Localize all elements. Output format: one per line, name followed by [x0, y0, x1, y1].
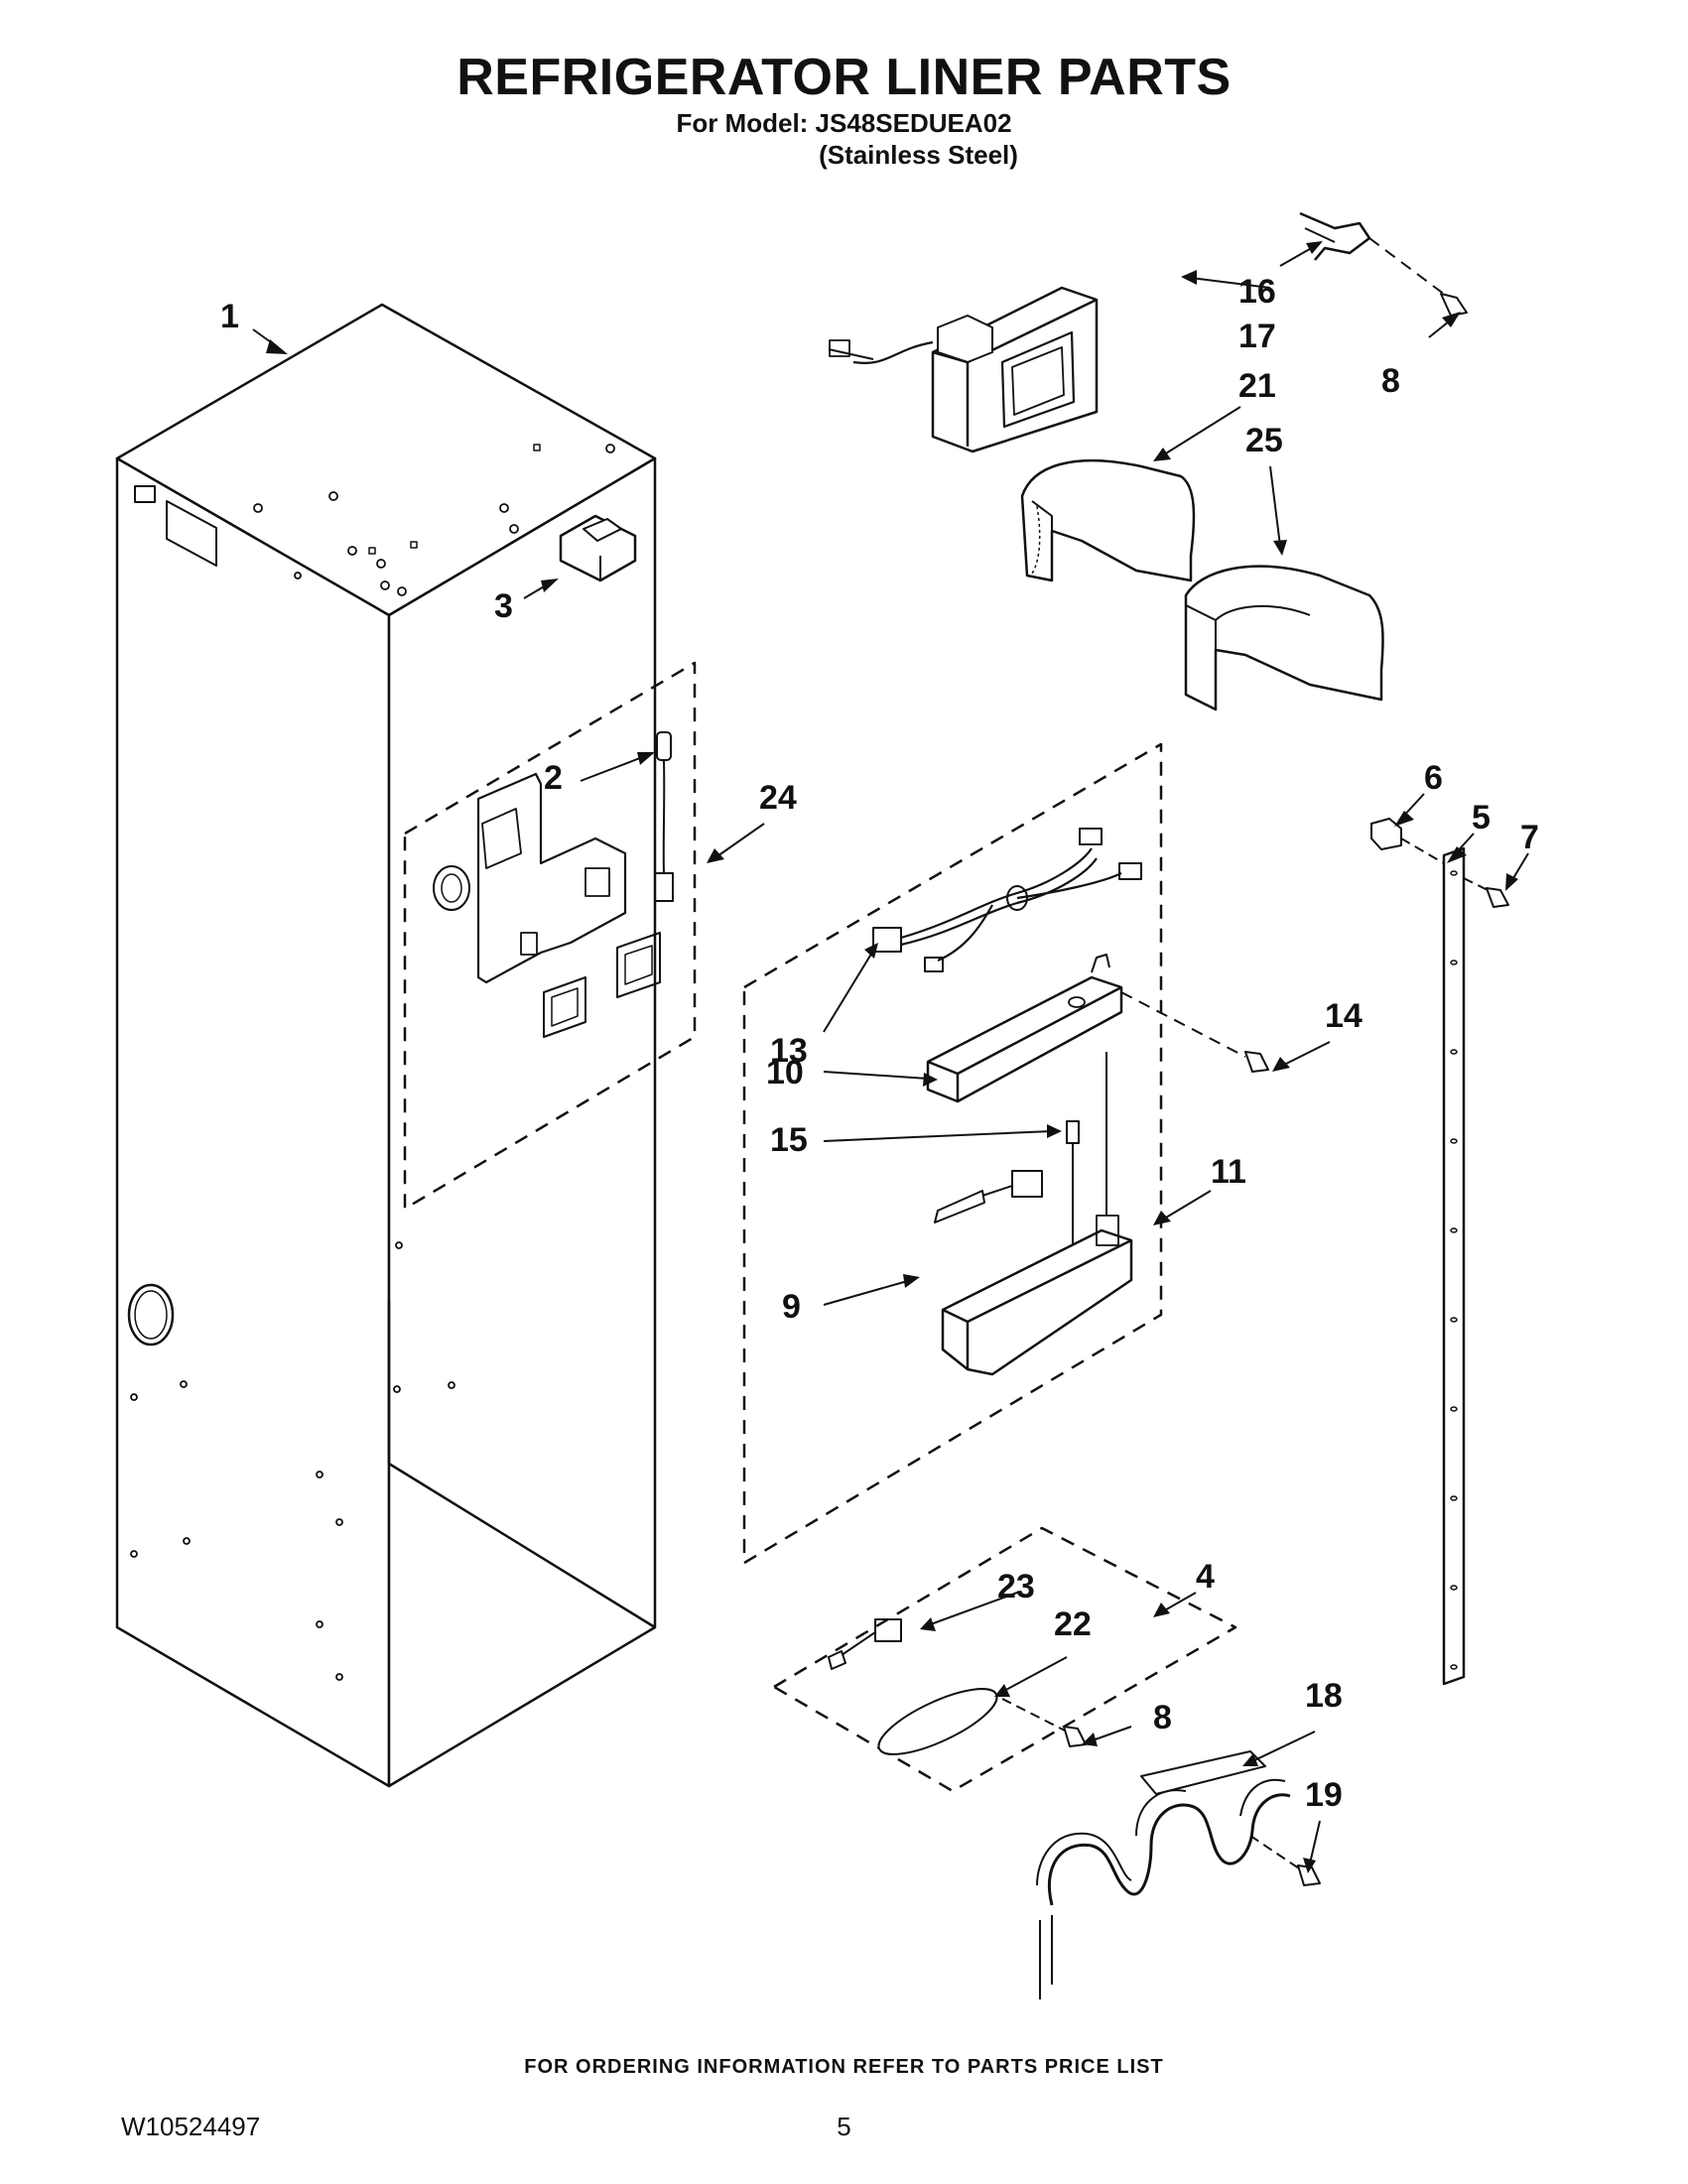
callout-16: 16: [1238, 273, 1276, 311]
callout-10: 10: [766, 1054, 804, 1092]
part-17-housing: [828, 286, 1099, 453]
callout-3: 3: [494, 587, 513, 625]
part-24-group: [403, 661, 697, 1211]
leader-arrowheads: [266, 241, 1518, 1873]
liner-cabinet: [115, 303, 657, 1788]
document-number: W10524497: [121, 2112, 261, 2141]
callout-7: 7: [1520, 819, 1539, 856]
callout-14: 14: [1325, 997, 1363, 1035]
callout-2: 2: [544, 759, 563, 797]
page-title: REFRIGERATOR LINER PARTS: [456, 49, 1232, 106]
callout-labels: 1 2 3 4 5 6 7 8 8 9 10 11 13 14 15 16 17…: [220, 273, 1539, 1814]
parts-9-15-group: [742, 742, 1269, 1565]
callout-25: 25: [1245, 422, 1283, 459]
callout-15: 15: [770, 1121, 808, 1159]
callout-8-bottom: 8: [1153, 1699, 1172, 1736]
callout-19: 19: [1305, 1776, 1343, 1814]
callout-18: 18: [1305, 1677, 1343, 1715]
part-21-cover: [1020, 458, 1196, 582]
callout-13: 13: [770, 1032, 808, 1070]
callout-4: 4: [1196, 1558, 1215, 1596]
ordering-note: FOR ORDERING INFORMATION REFER TO PARTS …: [524, 2056, 1164, 2078]
callout-5: 5: [1472, 799, 1491, 836]
part-25-cover: [1184, 565, 1384, 711]
part-3-housing: [559, 514, 637, 582]
part-18-evaporator: [1036, 1750, 1321, 1999]
callout-1: 1: [220, 298, 239, 335]
callout-11: 11: [1211, 1153, 1246, 1191]
part-4-group: [772, 1526, 1237, 1793]
part-16-bracket: [1299, 211, 1468, 317]
callout-6: 6: [1424, 759, 1443, 797]
callout-21: 21: [1238, 367, 1276, 405]
callout-17: 17: [1238, 318, 1276, 355]
model-subtitle: For Model: JS48SEDUEA02 (Stainless Steel…: [0, 107, 1688, 171]
callout-8-top: 8: [1381, 362, 1400, 400]
part-5-rail: [1370, 818, 1509, 1686]
callout-22: 22: [1054, 1606, 1092, 1643]
callout-24: 24: [759, 779, 797, 817]
page-number: 5: [837, 2112, 851, 2141]
callout-23: 23: [997, 1568, 1035, 1606]
callout-9: 9: [782, 1288, 801, 1326]
leader-lines: [252, 245, 1529, 1864]
finish-line: (Stainless Steel): [819, 140, 1018, 170]
model-line: For Model: JS48SEDUEA02: [676, 108, 1012, 138]
